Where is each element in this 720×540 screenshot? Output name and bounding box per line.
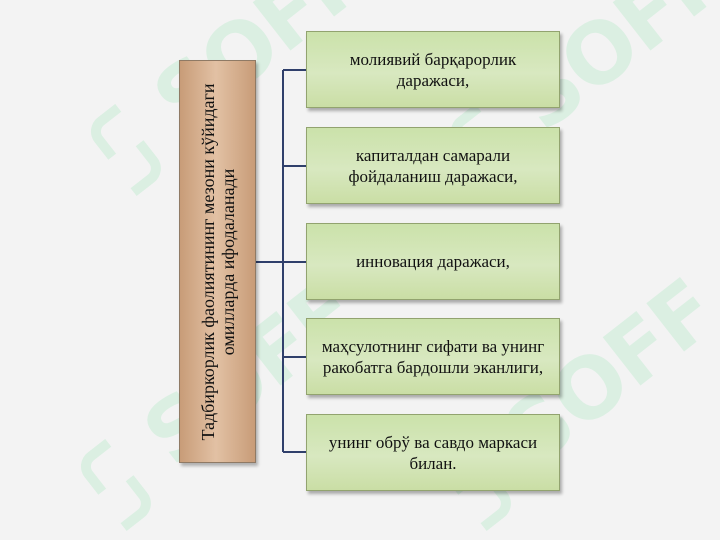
- factor-label: унинг обрў ва савдо маркаси билан.: [328, 432, 538, 473]
- root-concept-box: Тадбиркорлик фаолиятининг мезони кўйидаг…: [179, 60, 256, 463]
- factor-box-brand-reputation: унинг обрў ва савдо маркаси билан.: [306, 414, 560, 491]
- factor-box-capital-efficiency: капиталдан самарали фойдаланиш даражаси,: [306, 127, 560, 204]
- factor-box-product-quality: маҳсулотнинг сифати ва унинг ракобатга б…: [306, 318, 560, 395]
- factor-label: маҳсулотнинг сифати ва унинг ракобатга б…: [321, 336, 545, 377]
- factor-label: инновация даражаси,: [356, 252, 510, 271]
- watermark-icon: [79, 105, 167, 200]
- factor-box-innovation-level: инновация даражаси,: [306, 223, 560, 300]
- watermark-bottom-right: SOFF: [426, 261, 720, 535]
- factor-label: молиявий барқарорлик даражаси,: [349, 49, 517, 90]
- watermark-icon: [69, 440, 157, 535]
- factor-label: капиталдан самарали фойдаланиш даражаси,: [348, 145, 518, 186]
- root-concept-label: Тадбиркорлик фаолиятининг мезони кўйидаг…: [198, 83, 238, 441]
- factor-box-financial-stability: молиявий барқарорлик даражаси,: [306, 31, 560, 108]
